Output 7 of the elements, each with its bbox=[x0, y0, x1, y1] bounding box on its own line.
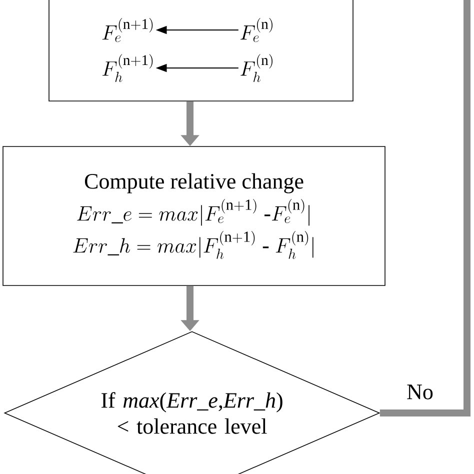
formula: $F_e^{(\mathrm{n+1})}$ bbox=[102, 18, 153, 42]
edge-label: No bbox=[406, 384, 434, 400]
formula: $F_h^{(\mathrm{n})}$ bbox=[240, 54, 272, 82]
process-box bbox=[48, 0, 354, 102]
formula: $F_h^{(\mathrm{n+1})}$ bbox=[102, 54, 153, 82]
process-box: Compute relative change $Err\_e=max|F_e^{(\mathrm{n+1})}\ \text{-}F_e^{(\mathrm{n})}|$ $Err\_h=max|F_h^{(\mathrm{n+1})}\ \text{-}\ F_h^{(\mathrm{n})}|$ bbox=[2, 146, 386, 286]
formula: $F_e^{(\mathrm{n})}$ bbox=[240, 18, 272, 42]
